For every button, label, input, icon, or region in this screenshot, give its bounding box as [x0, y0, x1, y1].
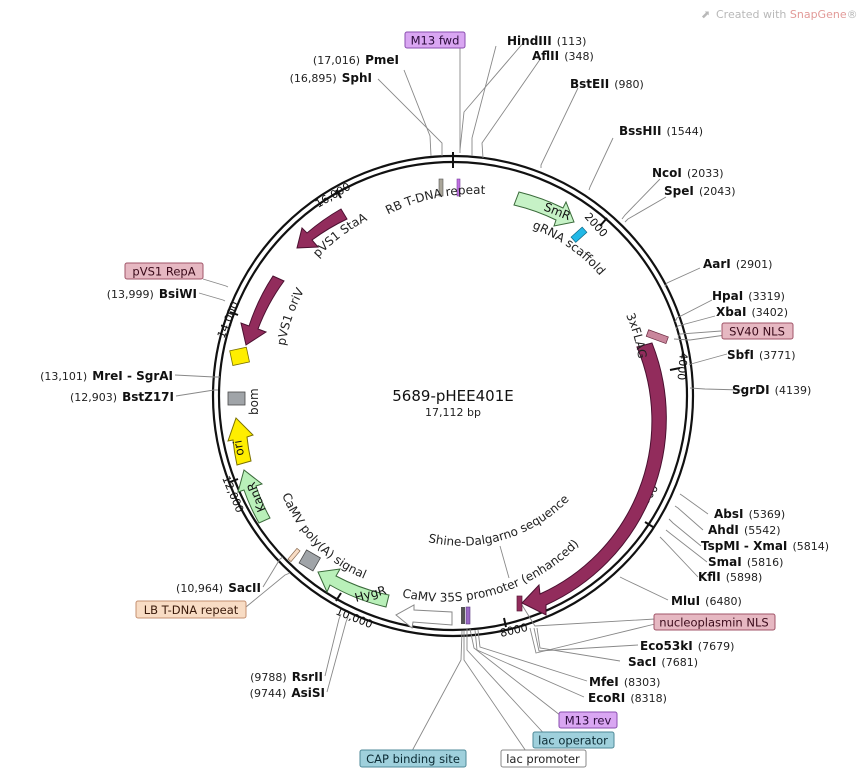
- site-bsshii: BssHII (1544): [619, 120, 703, 139]
- label-pvs1repa: pVS1 RepA: [132, 265, 195, 279]
- camv35s-arrow: [395, 604, 453, 629]
- site-sacii: (10,964) SacII: [176, 577, 261, 596]
- site-ncoi: NcoI (2033): [652, 162, 724, 181]
- snapgene-watermark: ⬈ Created with SnapGene®: [701, 8, 858, 21]
- site-bsteii: BstEII (980): [570, 73, 644, 92]
- tick-label: 8000: [499, 621, 529, 640]
- nucleoplasmin-marker: [516, 595, 523, 612]
- tick-label: 4000: [675, 352, 690, 381]
- tick-label: 14,000: [215, 300, 242, 341]
- label-pvs1-oriv: pVS1 oriV: [274, 285, 307, 347]
- label-sv40nls: SV40 NLS: [729, 325, 785, 339]
- smr-arrow: [513, 191, 575, 227]
- 3xflag-marker: [645, 329, 669, 344]
- grna-scaffold-marker: [570, 226, 588, 243]
- site-eco53ki: Eco53kI (7679): [640, 635, 734, 654]
- lac-region-marker-1: [461, 607, 465, 624]
- site-saci: SacI (7681): [628, 651, 698, 670]
- rb-tdna-marker: [438, 178, 444, 197]
- pvs1-yellow-marker: [229, 346, 250, 366]
- site-sbfi: SbfI (3771): [727, 344, 796, 363]
- site-aflii: AflII (348): [532, 45, 594, 64]
- site-spei: SpeI (2043): [664, 180, 736, 199]
- label-bom: bom: [247, 388, 261, 415]
- feature-arrows: [227, 191, 667, 629]
- label-m13fwd: M13 fwd: [411, 34, 460, 48]
- site-bstz17i: (12,903) BstZ17I: [70, 386, 174, 405]
- box-lacop: [532, 731, 615, 749]
- box-nucleoplasmin: [653, 613, 776, 631]
- site-ecori: EcoRI (8318): [588, 687, 667, 706]
- svg-text:Created with SnapGene®: Created with SnapGene®: [716, 8, 858, 21]
- site-aari: AarI (2901): [703, 253, 772, 272]
- site-hpai: HpaI (3319): [712, 285, 785, 304]
- plasmid-size: 17,112 bp: [425, 406, 481, 419]
- label-nucleoplasmin: nucleoplasmin NLS: [659, 616, 768, 630]
- label-lacpromoter: lac promoter: [506, 752, 580, 766]
- restriction-sites: (17,016) PmeI (16,895) SphI HindIII (113…: [40, 30, 829, 706]
- site-xbai: XbaI (3402): [716, 301, 788, 320]
- label-polya: CaMV poly(A) signal: [279, 491, 368, 582]
- shine-dalgarno-pointer: [499, 545, 510, 579]
- site-mlui: MluI (6480): [671, 590, 742, 609]
- site-asisi: (9744) AsiSI: [250, 682, 325, 701]
- site-ahdi: AhdI (5542): [708, 519, 781, 538]
- box-capbinding: [359, 749, 467, 768]
- hygr-arrow: [317, 568, 390, 608]
- boxed-feature-labels: M13 fwd pVS1 RepA SV40 NLS nucleoplasmin…: [124, 31, 794, 768]
- kanr-arrow: [237, 469, 271, 524]
- site-sgrdi: SgrDI (4139): [732, 379, 811, 398]
- box-m13rev: [558, 711, 618, 729]
- box-m13fwd: [404, 31, 466, 49]
- site-hindiii: HindIII (113): [507, 30, 586, 49]
- site-sphi: (16,895) SphI: [290, 67, 372, 86]
- box-lbtdna: [135, 600, 247, 619]
- tick-label: 16,000: [313, 180, 353, 211]
- m13fwd-marker: [456, 178, 461, 197]
- box-sv40nls: [721, 322, 794, 340]
- label-m13rev: M13 rev: [565, 714, 612, 728]
- label-ori: ori: [230, 439, 246, 457]
- ori-arrow: [227, 417, 254, 466]
- site-kfli: KflI (5898): [698, 566, 762, 585]
- pvs1-staa-arrow: [296, 208, 348, 249]
- site-tspmi: TspMI - XmaI (5814): [701, 535, 829, 554]
- label-lbtdna: LB T-DNA repeat: [144, 603, 239, 617]
- site-mrei: (13,101) MreI - SgrAI: [40, 365, 173, 384]
- pvs1-oriv-arrow: [240, 275, 285, 346]
- label-lacop: lac operator: [538, 734, 608, 748]
- plasmid-name: 5689-pHEE401E: [392, 387, 513, 405]
- label-capbinding: CAP binding site: [366, 752, 460, 766]
- site-smai: SmaI (5816): [708, 551, 783, 570]
- site-absi: AbsI (5369): [714, 503, 785, 522]
- site-mfei: MfeI (8303): [589, 671, 660, 690]
- tick-label: 2000: [582, 210, 610, 240]
- lb-tdna-marker: [287, 547, 301, 563]
- feature-markers: [227, 178, 669, 625]
- label-shine: Shine-Dalgarno sequence: [427, 492, 571, 549]
- m13rev-marker: [465, 606, 471, 625]
- bom-marker: [227, 391, 246, 406]
- label-flag: 3xFLAG: [623, 311, 649, 360]
- site-pmei: (17,016) PmeI: [313, 49, 399, 68]
- site-rsrii: (9788) RsrII: [250, 666, 323, 685]
- polya-marker: [298, 549, 321, 572]
- label-rb-tdna: RB T-DNA repeat: [383, 183, 486, 217]
- site-bsiwi: (13,999) BsiWI: [107, 283, 197, 302]
- snapgene-logo-icon: ⬈: [701, 8, 710, 21]
- box-pvs1repa: [124, 262, 204, 280]
- box-lacpromoter: [500, 749, 587, 768]
- leader-lines: [174, 41, 755, 758]
- cas9-arrow: [521, 342, 667, 616]
